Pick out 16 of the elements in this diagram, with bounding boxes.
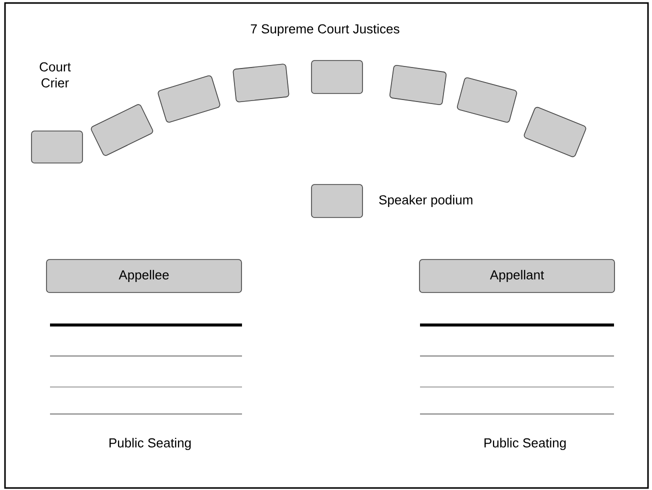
table-box: Appellant xyxy=(419,259,615,293)
seat-caption: Speaker podium xyxy=(379,194,472,208)
seating-label: Public Seating xyxy=(484,438,566,450)
seat-box xyxy=(158,75,220,123)
title: 7 Supreme Court Justices xyxy=(250,24,400,36)
seat-box xyxy=(524,106,586,158)
seating-label: Public Seating xyxy=(110,438,191,450)
seat-box xyxy=(31,130,83,164)
seat-box xyxy=(389,64,447,106)
seat-box xyxy=(90,104,154,156)
table-box: Appellee xyxy=(46,259,242,293)
seat-box xyxy=(232,64,290,102)
seat-box xyxy=(311,60,363,94)
seat-box xyxy=(456,77,518,123)
seat-box xyxy=(311,184,363,218)
seat-caption: Court Crier xyxy=(40,62,71,88)
